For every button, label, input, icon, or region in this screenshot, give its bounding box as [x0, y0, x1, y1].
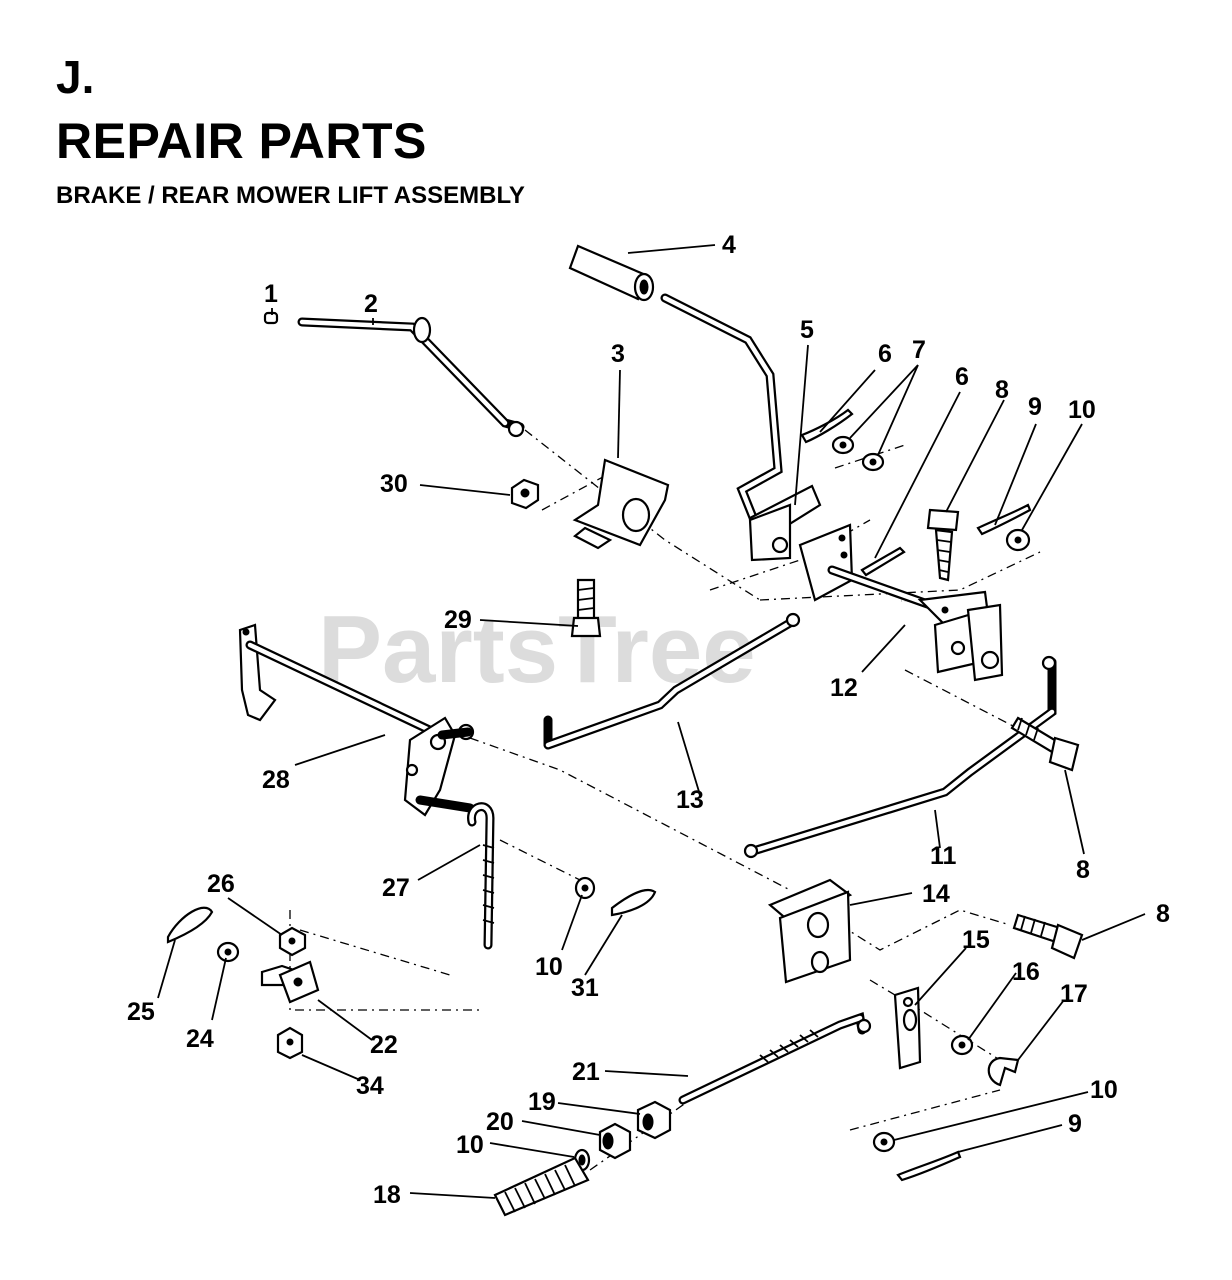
callout-8b: 8: [1076, 856, 1090, 884]
part-6-cotter-pin-2: [860, 546, 906, 577]
callout-13: 13: [676, 786, 704, 814]
part-10-washer-top: [1005, 528, 1031, 552]
callout-27: 27: [382, 874, 410, 902]
callout-17: 17: [1060, 980, 1088, 1008]
part-30-nut: [510, 478, 540, 510]
part-22-swivel: [260, 960, 320, 1004]
callout-30: 30: [380, 470, 408, 498]
callout-6b: 6: [955, 363, 969, 391]
watermark: PartsTree ™: [318, 593, 912, 703]
part-10-washer-left: [574, 876, 596, 900]
part-20-nut: [598, 1122, 632, 1160]
callout-8c: 8: [1156, 900, 1170, 928]
part-5-lift-handle: [660, 293, 854, 602]
callout-6a: 6: [878, 340, 892, 368]
callout-9a: 9: [1028, 393, 1042, 421]
callout-25: 25: [127, 998, 155, 1026]
part-2-rod: [297, 316, 525, 438]
callout-7: 7: [912, 336, 926, 364]
callout-11: 11: [930, 842, 957, 870]
callout-31: 31: [571, 974, 599, 1002]
part-25-hairpin: [166, 906, 214, 944]
part-15-link: [893, 986, 922, 1070]
part-29-bolt: [570, 578, 602, 638]
callout-10c: 10: [456, 1131, 484, 1159]
part-6-cotter-pin: [800, 408, 854, 444]
part-31-hairpin: [610, 889, 657, 917]
section-letter: J.: [56, 51, 95, 103]
callout-22: 22: [370, 1031, 398, 1059]
page-title: REPAIR PARTS: [56, 113, 427, 169]
part-9-cotter-pin: [976, 503, 1032, 536]
callout-5: 5: [800, 316, 814, 344]
part-17-clip: [987, 1056, 1020, 1087]
part-8-bolt-lower: [1012, 913, 1084, 960]
callout-9b: 9: [1068, 1110, 1082, 1138]
callout-14: 14: [922, 880, 950, 908]
part-8-bolt-top: [926, 508, 960, 582]
callout-10a: 10: [1068, 396, 1096, 424]
callout-8a: 8: [995, 376, 1009, 404]
part-26-nut: [278, 926, 307, 957]
leader-lines: [157, 244, 1146, 1199]
part-13-rod: [543, 612, 801, 750]
callout-18: 18: [373, 1181, 401, 1209]
callout-19: 19: [528, 1088, 556, 1116]
callout-26: 26: [207, 870, 235, 898]
callout-16: 16: [1012, 958, 1040, 986]
part-3-bracket: [572, 458, 670, 550]
part-27-eyebolt: [467, 802, 495, 950]
part-21-threaded-rod: [678, 1011, 872, 1105]
callout-3: 3: [611, 340, 625, 368]
part-12-shaft: [827, 565, 1004, 682]
part-10-washer-lower-right: [872, 1131, 896, 1153]
part-28-cross-shaft: [238, 623, 475, 817]
part-4-grip: [568, 244, 655, 302]
callout-15: 15: [962, 926, 990, 954]
callout-20: 20: [486, 1108, 514, 1136]
part-11-rod: [743, 655, 1057, 859]
callout-28: 28: [262, 766, 290, 794]
part-16-washer: [950, 1034, 974, 1056]
callout-4: 4: [722, 231, 736, 259]
callout-21: 21: [572, 1058, 600, 1086]
callout-12: 12: [830, 674, 858, 702]
part-34-locknut: [276, 1026, 304, 1060]
part-8-bolt-middle: [1010, 716, 1080, 772]
callout-10d: 10: [1090, 1076, 1118, 1104]
part-18-spring: [493, 1156, 590, 1217]
part-1-cap: [263, 311, 279, 325]
part-9-cotter-pin-lower: [896, 1150, 962, 1182]
part-24-washer: [216, 941, 240, 963]
callout-10b: 10: [535, 953, 563, 981]
callout-2: 2: [364, 290, 378, 318]
part-19-nut: [636, 1100, 672, 1140]
callout-labels: 1 2 3 4 5 6 7 6 8 9 10 30 29 12 13 11 8 …: [127, 231, 1170, 1209]
part-7-washers: [831, 435, 885, 472]
callout-34: 34: [356, 1072, 384, 1100]
callout-1: 1: [264, 280, 278, 308]
callout-29: 29: [444, 606, 472, 634]
part-14-bracket: [767, 878, 853, 984]
callout-24: 24: [186, 1025, 214, 1053]
page-subtitle: BRAKE / REAR MOWER LIFT ASSEMBLY: [56, 182, 525, 209]
